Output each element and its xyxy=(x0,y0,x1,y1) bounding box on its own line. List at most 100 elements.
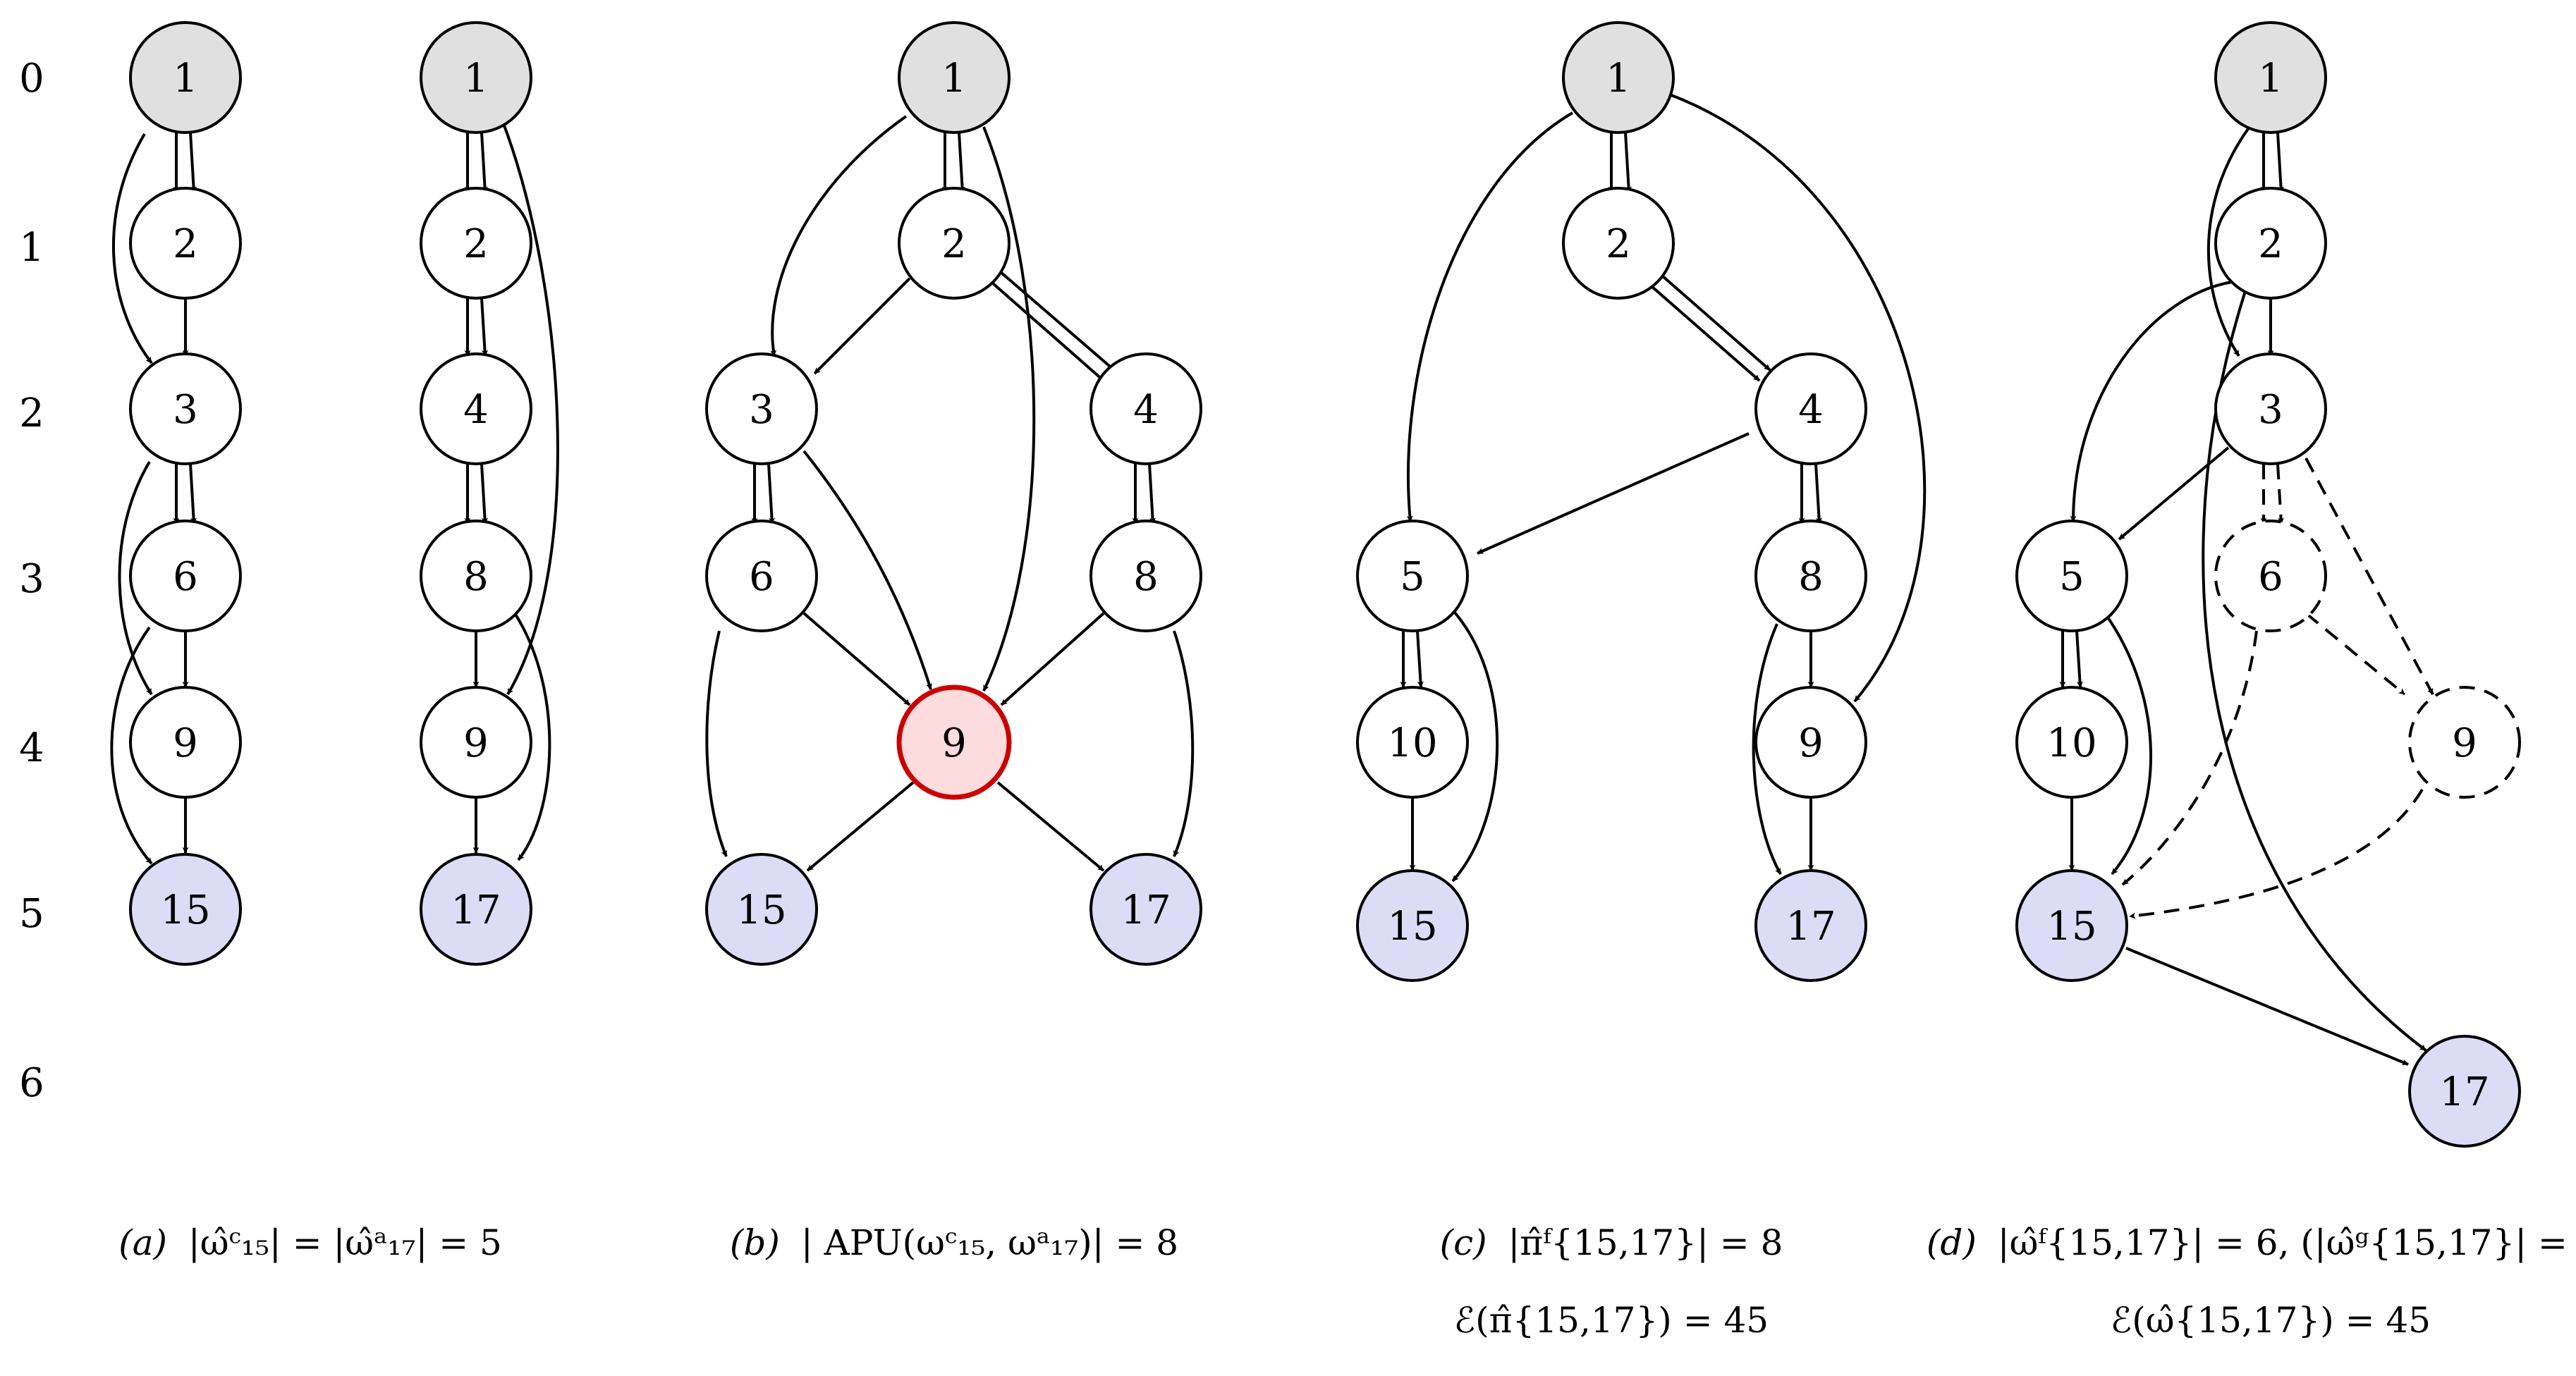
edge-d2-d4-b xyxy=(1656,270,1771,371)
node-label: 3 xyxy=(173,387,198,433)
node-label: 2 xyxy=(173,221,198,267)
node-2 xyxy=(129,187,242,300)
edge-a3-a9 xyxy=(118,460,153,696)
node-label: 6 xyxy=(173,554,198,600)
edge-c2-c4-b xyxy=(994,266,1116,371)
edge-e1-e3 xyxy=(2206,125,2251,357)
node-6-dashed xyxy=(2214,520,2327,632)
edge-e5-e15 xyxy=(2104,612,2153,876)
edge-c1-c2-b xyxy=(958,132,966,193)
node-label: 8 xyxy=(1133,554,1159,600)
node-9 xyxy=(129,686,242,799)
caption-tag: (a) xyxy=(118,1222,167,1263)
edge-e3-e6-b xyxy=(2276,463,2285,524)
node-label: 9 xyxy=(941,720,967,766)
edge-c2-c4 xyxy=(986,277,1105,382)
node-4 xyxy=(1754,352,1867,465)
node-15 xyxy=(1356,869,1469,982)
level-label-5: 5 xyxy=(19,891,44,937)
node-label: 1 xyxy=(1606,56,1631,102)
edge-e3-e9 xyxy=(2305,457,2434,695)
node-label: 9 xyxy=(2452,720,2477,766)
node-label: 8 xyxy=(463,554,489,600)
node-label: 6 xyxy=(2258,554,2283,600)
edge-c2-c3 xyxy=(813,277,911,375)
caption-tag: (b) xyxy=(730,1222,780,1263)
panel-b-edges xyxy=(705,115,1195,872)
node-label: 3 xyxy=(2258,387,2283,433)
svg-text:(b) | APU(ωᶜ₁₅, ωᵃ₁₇)| =: (b) | APU(ωᶜ₁₅, ωᵃ₁₇)| = 8 xyxy=(730,1222,1178,1263)
node-15 xyxy=(129,853,242,966)
node-label: 9 xyxy=(173,720,198,766)
node-8 xyxy=(420,520,532,632)
edge-e5-e10-b xyxy=(2075,630,2083,688)
node-label: 4 xyxy=(1133,387,1159,433)
edge-d1-d9 xyxy=(1671,94,1927,703)
caption-text: |ω̂ᶜ₁₅| = |ω̂ᵃ₁₇| = 5 xyxy=(188,1222,502,1263)
caption-text: | APU(ωᶜ₁₅, ωᵃ₁₇)| = 8 xyxy=(801,1222,1178,1263)
node-label: 9 xyxy=(1798,720,1824,766)
node-4 xyxy=(420,352,532,465)
edge-d1-d2-b xyxy=(1624,132,1632,193)
caption-tag: (d) xyxy=(1927,1222,1977,1263)
node-9-dashed xyxy=(2408,686,2521,799)
caption-d: (d) |ω̂ᶠ{15,17}| = 6, (|ω̂ᵍ{15,17}| = 6)… xyxy=(1927,1222,2576,1341)
node-9 xyxy=(420,686,532,799)
node-label: 15 xyxy=(2046,904,2096,950)
node-1 xyxy=(1562,21,1675,134)
node-label: 1 xyxy=(463,56,489,102)
node-17 xyxy=(2408,1035,2521,1148)
edge-e3-e5 xyxy=(2118,446,2230,541)
node-2 xyxy=(2214,187,2327,300)
node-17 xyxy=(1754,869,1867,982)
edge-e9-e15 xyxy=(2129,788,2424,919)
node-label: 3 xyxy=(749,387,774,433)
edge-d1-d5 xyxy=(1406,111,1574,522)
node-label: 17 xyxy=(451,887,501,933)
edge-c6-c15 xyxy=(705,630,728,857)
panel-b-nodes: 1 2 3 4 6 8 9 15 17 xyxy=(705,21,1202,966)
node-label: 2 xyxy=(1606,221,1631,267)
node-2 xyxy=(898,187,1011,300)
edge-b1-b9 xyxy=(501,119,559,696)
node-label: 5 xyxy=(1400,554,1425,600)
node-10 xyxy=(2015,686,2128,799)
node-label: 1 xyxy=(173,56,198,102)
panel-c-nodes: 1 2 4 5 8 10 9 15 17 xyxy=(1356,21,1867,982)
svg-text:(c) |π̂ᶠ{15,17}| = 8: (c) |π̂ᶠ{15,17}| = 8 xyxy=(1440,1222,1783,1263)
edge-c4-c8-b xyxy=(1148,463,1156,524)
level-label-0: 0 xyxy=(19,56,44,102)
node-1 xyxy=(420,21,532,134)
node-3 xyxy=(705,352,818,465)
edge-d2-d4 xyxy=(1645,281,1761,382)
node-label: 2 xyxy=(463,221,489,267)
node-2 xyxy=(420,187,532,300)
node-3 xyxy=(129,352,242,465)
edge-d8-d17 xyxy=(1752,623,1782,875)
edge-e1-e2-b xyxy=(2276,132,2285,193)
edge-a3-a6-b xyxy=(189,463,197,524)
node-1 xyxy=(129,21,242,134)
edge-c8-c17 xyxy=(1173,630,1195,857)
node-label: 17 xyxy=(2439,1069,2489,1115)
edge-b2-b4-b xyxy=(480,297,488,357)
edge-c9-c17 xyxy=(996,781,1105,872)
node-label: 4 xyxy=(1798,387,1824,433)
edge-d5-d10-b xyxy=(1416,630,1424,688)
node-5 xyxy=(2015,520,2128,632)
edge-c3-c6-b xyxy=(767,463,776,524)
caption-tag: (c) xyxy=(1440,1222,1487,1263)
node-label: 10 xyxy=(2046,720,2096,766)
panel-d-nodes: 1 2 3 5 6 10 9 15 17 xyxy=(2015,21,2521,1148)
edge-c8-c9 xyxy=(1000,612,1105,706)
node-label: 1 xyxy=(941,56,967,102)
panel-a2-nodes: 1 2 4 8 9 17 xyxy=(420,21,532,966)
edge-a6-a15 xyxy=(110,626,153,865)
edge-e2-e5 xyxy=(2070,281,2233,522)
svg-text:(a) |ω̂ᶜ₁₅| = |ω̂ᵃ₁₇| =: (a) |ω̂ᶜ₁₅| = |ω̂ᵃ₁₇| = 5 xyxy=(118,1222,502,1263)
node-label: 5 xyxy=(2059,554,2084,600)
node-label: 8 xyxy=(1798,554,1824,600)
node-label: 17 xyxy=(1786,904,1836,950)
edge-b8-b17 xyxy=(513,612,551,861)
